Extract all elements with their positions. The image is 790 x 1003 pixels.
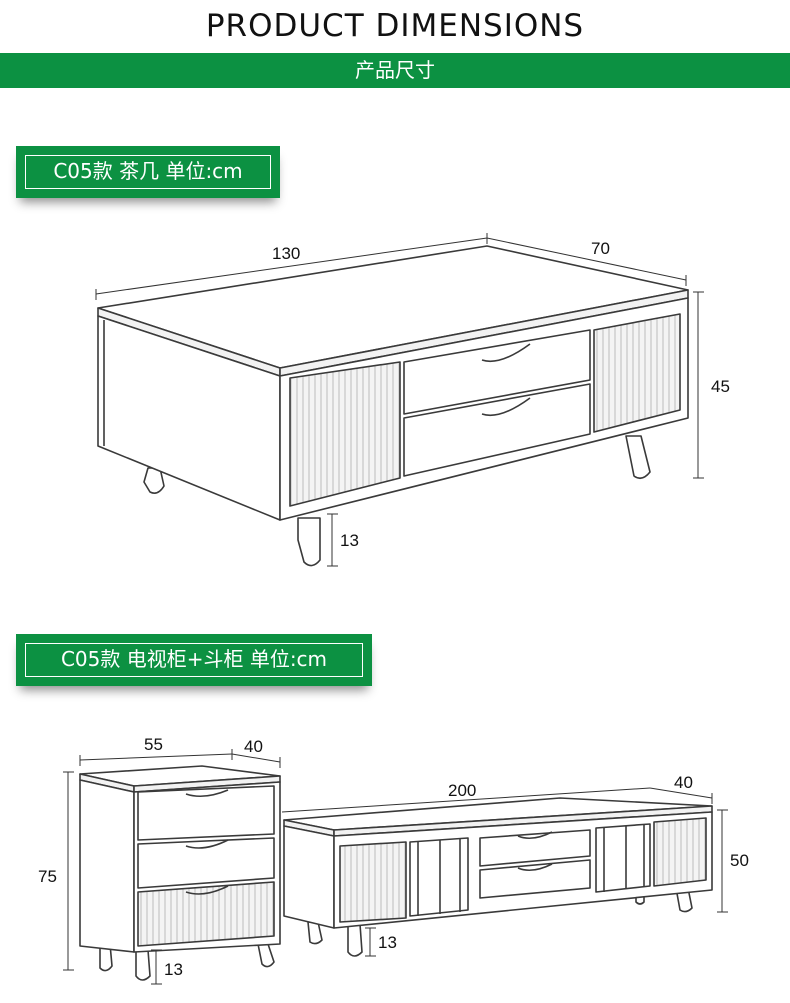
chest-of-drawers-illustration bbox=[79, 765, 281, 981]
height-label: 45 bbox=[711, 377, 730, 396]
tv-stand-dimension-lines bbox=[281, 787, 728, 957]
section-label-text: C05款 茶几 单位:cm bbox=[25, 155, 271, 189]
tv-stand-height-label: 50 bbox=[730, 851, 749, 870]
cabinet-dimension-lines bbox=[63, 749, 281, 985]
section-label-text: C05款 电视柜+斗柜 单位:cm bbox=[25, 643, 363, 677]
coffee-table-illustration bbox=[97, 245, 689, 567]
subtitle-banner: 产品尺寸 bbox=[0, 53, 790, 88]
cabinet-width-label: 55 bbox=[144, 735, 163, 754]
depth-label: 70 bbox=[591, 239, 610, 258]
tv-stand-leg-label: 13 bbox=[378, 933, 397, 952]
subtitle-text: 产品尺寸 bbox=[355, 58, 435, 82]
section-label-coffee-table: C05款 茶几 单位:cm bbox=[16, 146, 280, 198]
cabinet-leg-label: 13 bbox=[164, 960, 183, 979]
section-label-tv-stand: C05款 电视柜+斗柜 单位:cm bbox=[16, 634, 372, 686]
leg-height-label: 13 bbox=[340, 531, 359, 550]
cabinet-height-label: 75 bbox=[38, 867, 57, 886]
page-title: PRODUCT DIMENSIONS bbox=[205, 8, 585, 44]
length-label: 130 bbox=[272, 244, 300, 263]
coffee-table-dimension-lines bbox=[95, 233, 704, 567]
tv-stand-depth-label: 40 bbox=[674, 773, 693, 792]
cabinet-depth-label: 40 bbox=[244, 737, 263, 756]
tv-stand-length-label: 200 bbox=[448, 781, 476, 800]
tv-stand-illustration bbox=[283, 797, 713, 957]
